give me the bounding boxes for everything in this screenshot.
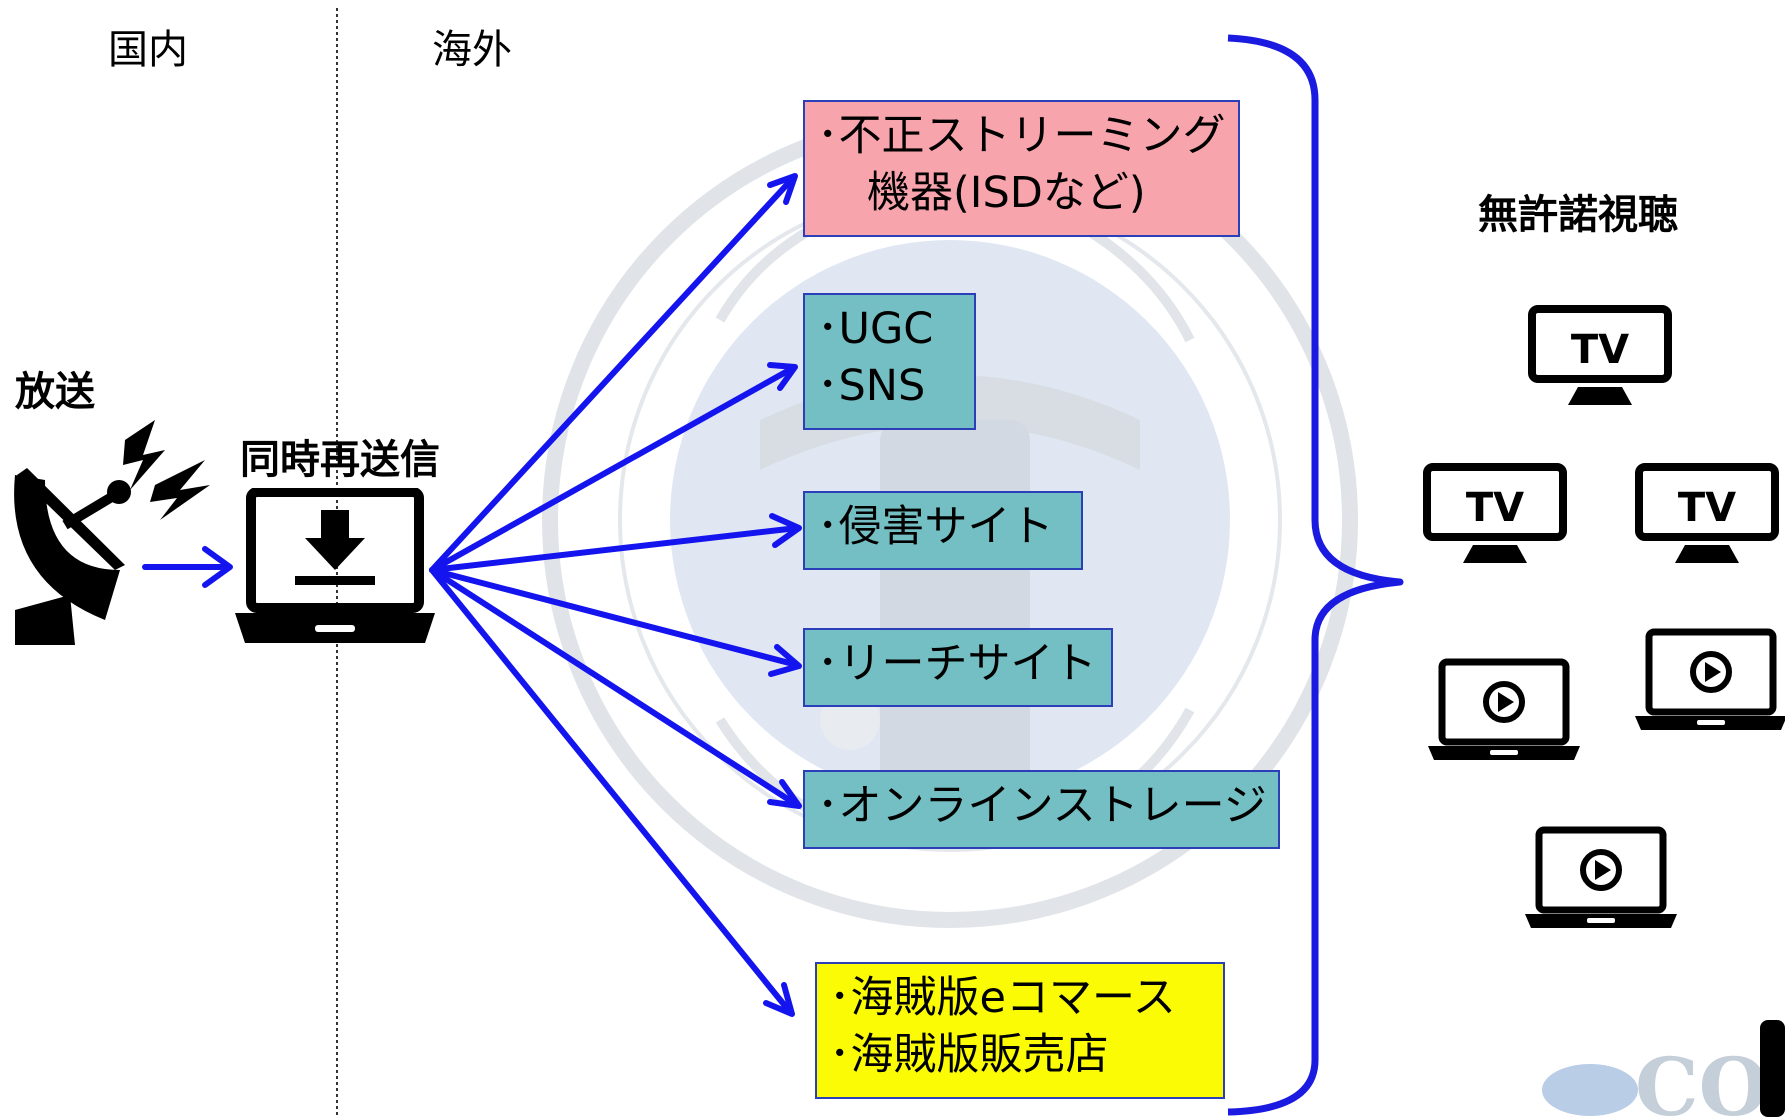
box-isd: ･不正ストリーミング 機器(ISDなど) (803, 100, 1240, 237)
arrow-to-infringing (429, 513, 802, 573)
arrow-to-isd (429, 173, 798, 573)
overseas-label: 海外 (432, 27, 512, 73)
box-infringing-line1: ･侵害サイト (817, 502, 1054, 552)
box-pirate-line1: ･海賊版eコマース (829, 973, 1176, 1023)
domestic-label: 国内 (108, 27, 188, 73)
satellite-dish-icon (14, 420, 210, 645)
arrow-to-ugc (429, 362, 798, 573)
tv-icon-text: TV (1678, 485, 1736, 531)
tv-icon: TV (1423, 463, 1567, 572)
box-ugc-line1: ･UGC (817, 304, 934, 354)
tv-icon-text: TV (1466, 485, 1524, 531)
download-laptop-icon (235, 488, 435, 643)
tv-icon: TV (1635, 463, 1779, 572)
arrow-to-leech (429, 567, 802, 677)
box-isd-line1: ･不正ストリーミング (817, 111, 1226, 161)
simulcast-label: 同時再送信 (240, 437, 440, 483)
box-pirate-ecommerce: ･海賊版eコマース ･海賊版販売店 (815, 962, 1225, 1099)
box-isd-line2: 機器(ISDなど) (867, 168, 1146, 218)
unlicensed-viewing-label: 無許諾視聴 (1478, 192, 1678, 238)
arrow-to-storage (429, 567, 802, 809)
box-infringing-site: ･侵害サイト (803, 491, 1083, 570)
box-leech-line1: ･リーチサイト (817, 639, 1097, 689)
box-ugc-line2: ･SNS (817, 361, 926, 411)
cont-logo: CO (1542, 1020, 1785, 1117)
laptop-play-icon (1525, 826, 1677, 935)
arrow-to-pirate (429, 567, 795, 1017)
box-pirate-line2: ･海賊版販売店 (829, 1030, 1109, 1080)
logo-text: CO (1635, 1040, 1768, 1117)
tv-icon: TV (1528, 305, 1672, 414)
broadcast-label: 放送 (15, 369, 95, 415)
laptop-play-icon (1428, 658, 1580, 767)
box-online-storage: ･オンラインストレージ (803, 770, 1280, 849)
arrow-to-simulcast (142, 546, 233, 588)
box-leech-site: ･リーチサイト (803, 628, 1113, 707)
laptop-play-icon (1635, 628, 1785, 737)
box-ugc-sns: ･UGC ･SNS (803, 293, 976, 430)
box-storage-line1: ･オンラインストレージ (817, 781, 1267, 831)
tv-icon-text: TV (1571, 327, 1629, 373)
